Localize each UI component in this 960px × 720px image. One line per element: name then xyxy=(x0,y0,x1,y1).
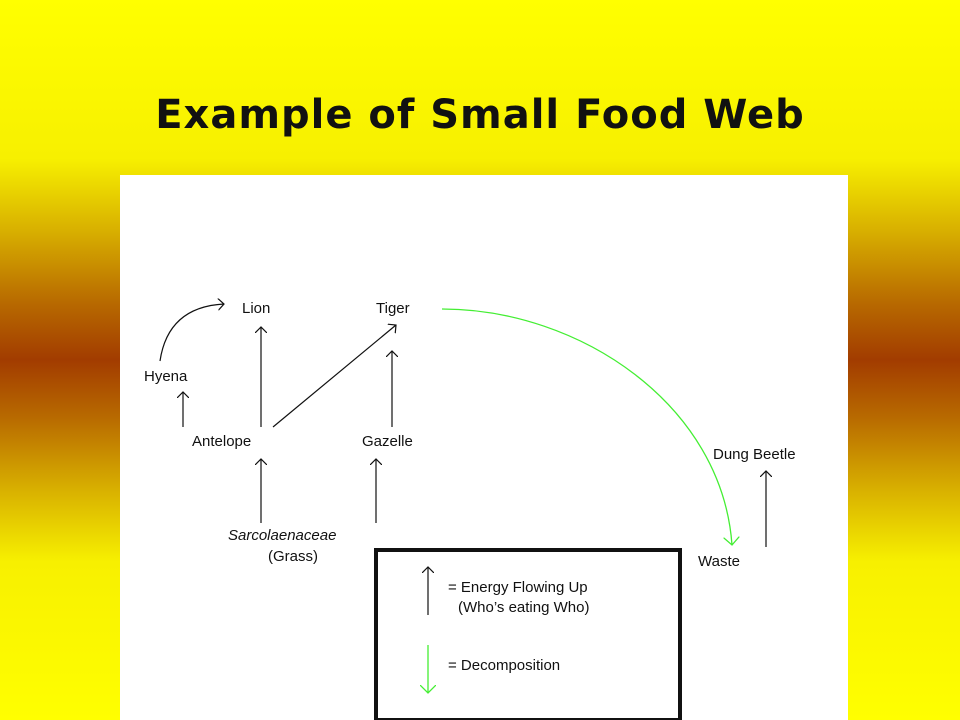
slide-title: Example of Small Food Web xyxy=(155,92,805,138)
node-dung-beetle: Dung Beetle xyxy=(713,446,796,463)
node-sarcolaenaceae: Sarcolaenaceae xyxy=(228,527,336,544)
legend-energy-sublabel: (Who’s eating Who) xyxy=(458,599,589,616)
node-tiger: Tiger xyxy=(376,300,410,317)
food-web-diagram: Lion Tiger Hyena Antelope Gazelle Dung B… xyxy=(120,175,848,720)
node-gazelle: Gazelle xyxy=(362,433,413,450)
arrow-tiger-to-waste xyxy=(441,308,732,545)
legend-box xyxy=(374,548,682,720)
node-hyena: Hyena xyxy=(144,368,188,385)
legend-decomposition-label: = Decomposition xyxy=(448,657,560,674)
node-grass: (Grass) xyxy=(268,548,318,565)
arrow-hyena-to-lion xyxy=(159,304,224,362)
node-antelope: Antelope xyxy=(192,433,251,450)
legend-energy-label: = Energy Flowing Up xyxy=(448,579,588,596)
arrow-antelope-to-tiger xyxy=(272,325,396,428)
node-lion: Lion xyxy=(242,300,270,317)
food-web-svg: Lion Tiger Hyena Antelope Gazelle Dung B… xyxy=(144,175,796,720)
node-waste: Waste xyxy=(698,553,740,570)
